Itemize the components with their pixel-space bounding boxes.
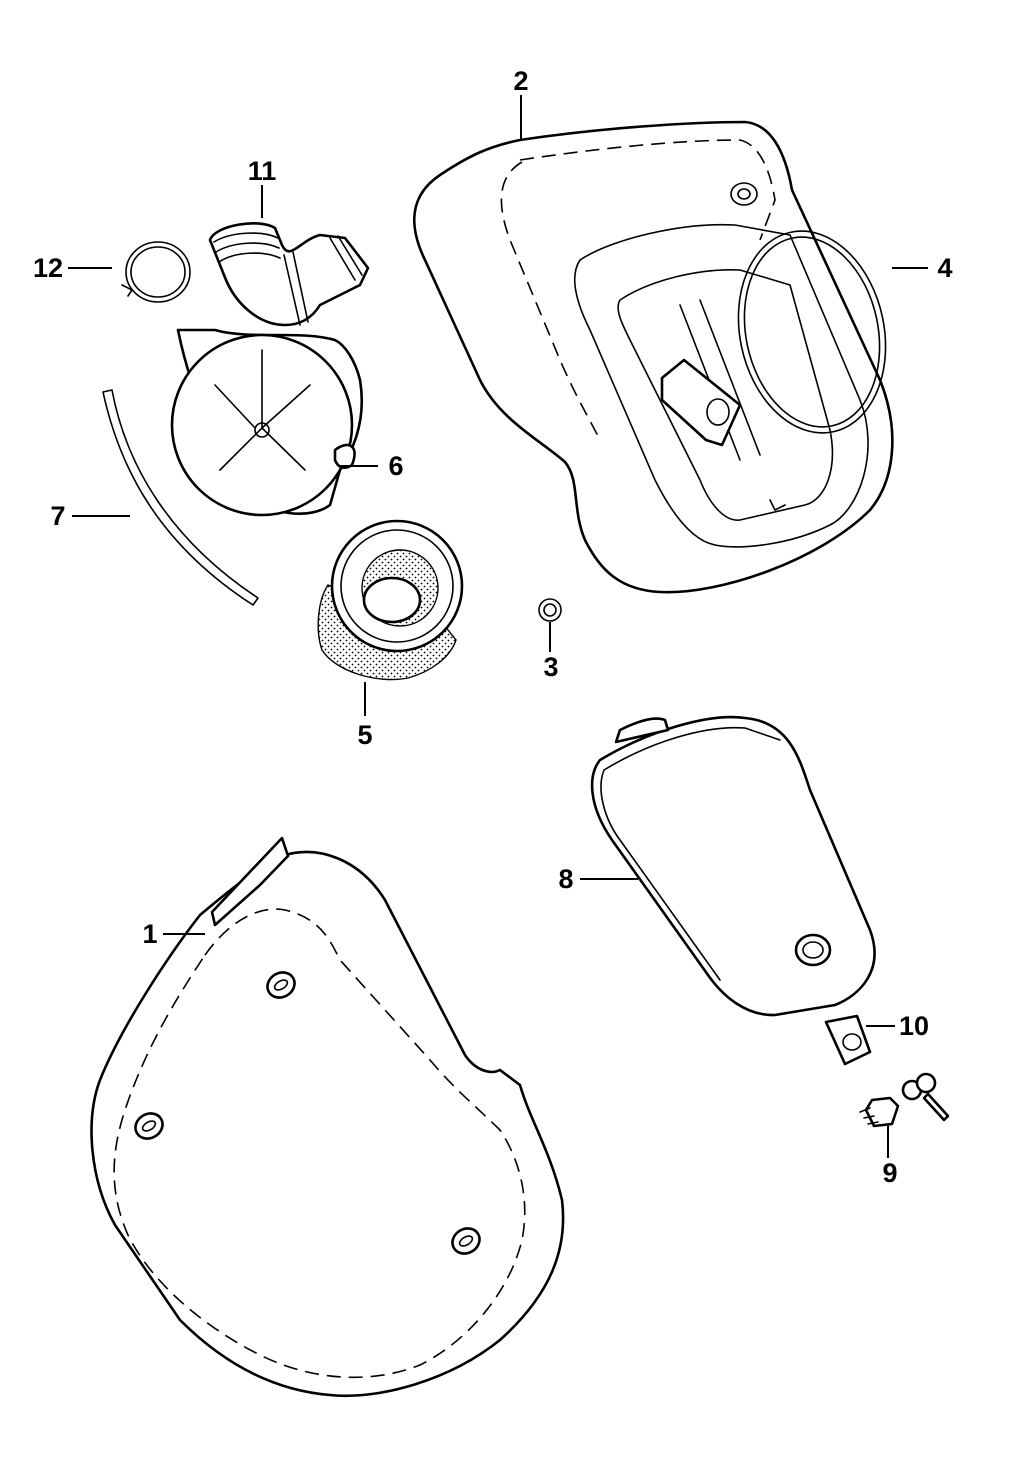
callout-11: 11	[248, 156, 277, 186]
breather-hose	[102, 389, 259, 606]
right-side-cover	[590, 715, 876, 1017]
leader-lines	[68, 95, 928, 1158]
air-filter-element	[317, 519, 464, 681]
callout-4: 4	[937, 253, 952, 283]
filter-housing-bowl	[170, 328, 364, 517]
left-side-cover	[90, 836, 565, 1397]
callout-12: 12	[33, 253, 63, 283]
callout-8: 8	[558, 864, 573, 894]
callout-9: 9	[882, 1158, 897, 1188]
callout-7: 7	[50, 501, 65, 531]
hose-clamp	[121, 241, 191, 303]
lock-and-key	[859, 1072, 950, 1128]
callout-6: 6	[388, 451, 403, 481]
retaining-clip	[824, 1014, 872, 1066]
callout-1: 1	[142, 919, 157, 949]
intake-elbow-hose	[208, 222, 370, 327]
callout-3: 3	[543, 652, 558, 682]
grommet	[538, 598, 562, 622]
callout-2: 2	[513, 66, 528, 96]
callout-labels: 2 11 12 4 6 7 3 5 8 1 10 9	[33, 66, 953, 1188]
callout-10: 10	[899, 1011, 929, 1041]
air-box-housing	[413, 120, 894, 594]
callout-5: 5	[357, 720, 372, 750]
gasket-ring	[737, 230, 887, 434]
